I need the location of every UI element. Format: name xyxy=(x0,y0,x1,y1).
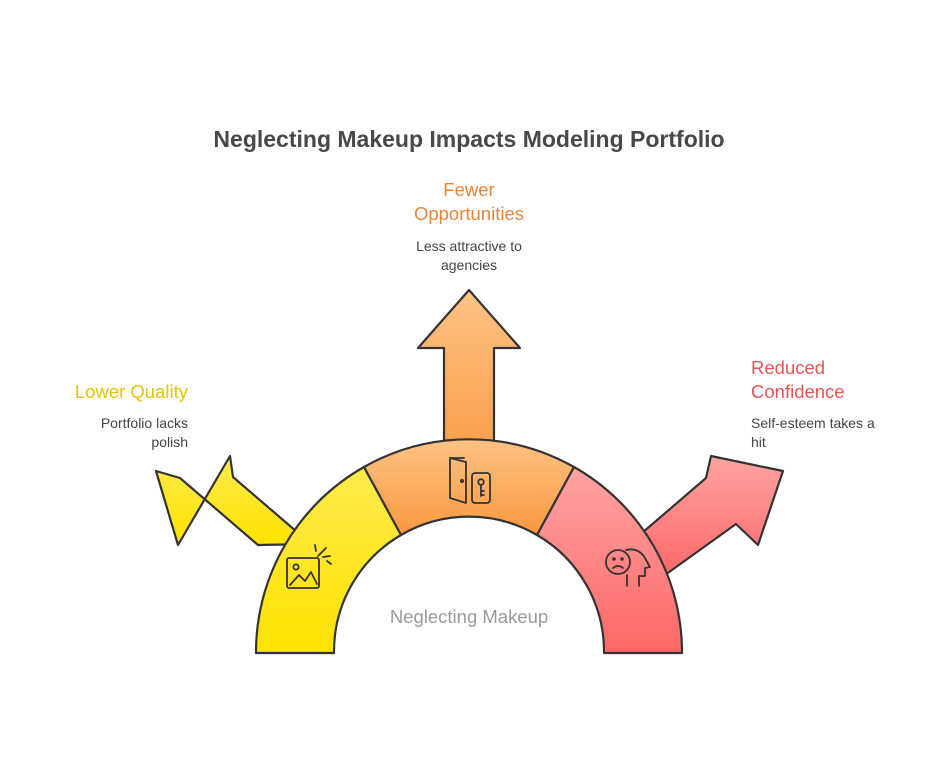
top-branch-description: Less attractive to agencies xyxy=(416,238,522,273)
center-label: Neglecting Makeup xyxy=(389,606,549,627)
door-key-icon xyxy=(449,457,491,504)
sad-head-icon xyxy=(605,548,651,587)
diagram-title: Neglecting Makeup Impacts Modeling Portf… xyxy=(213,126,725,152)
left-branch-heading: Lower Quality xyxy=(74,381,188,402)
right-arc-segment xyxy=(535,465,684,655)
right-branch-heading: Reduced Confidence xyxy=(751,357,845,402)
right-branch-description: Self-esteem takes a hit xyxy=(751,415,875,450)
right-arrow xyxy=(626,454,785,582)
left-arrow xyxy=(154,454,313,547)
image-sparkle-icon xyxy=(286,544,332,589)
top-branch-heading: Fewer Opportunities xyxy=(413,179,525,224)
top-arc-segment xyxy=(362,438,576,537)
left-branch-description: Portfolio lacks polish xyxy=(100,415,188,450)
